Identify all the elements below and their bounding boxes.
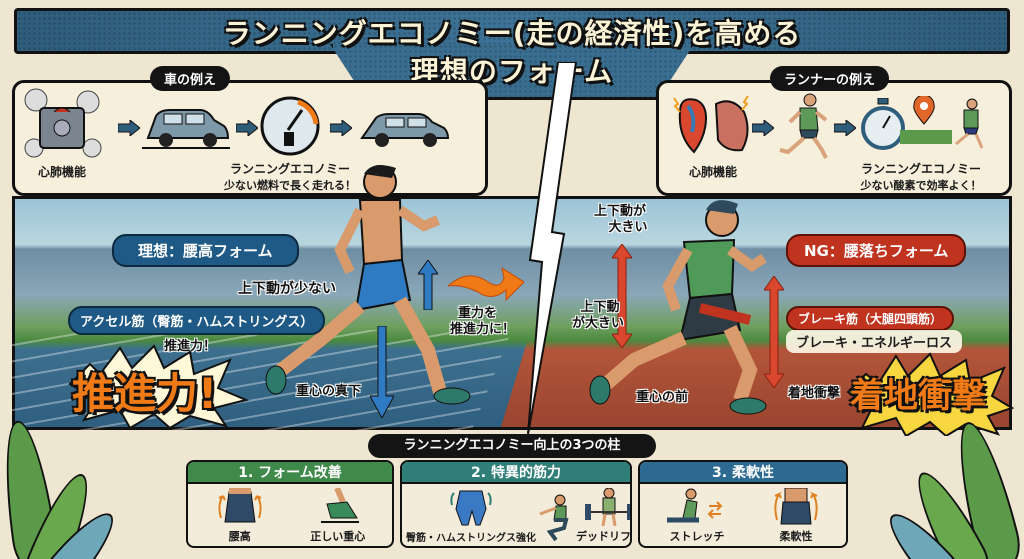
arrow-right-icon [236, 120, 258, 136]
stopwatch-subcaption: 少ない酸素で効率よく！ [860, 179, 982, 192]
propulsion-burst-text: 推進力! [72, 369, 218, 418]
impact-small-text: 着地衝撃 [788, 386, 841, 401]
pillar-item-center: 正しい重心 [310, 488, 365, 544]
gravity-text-2: 推進力に！ [450, 322, 516, 337]
pillar-item-label: 柔軟性 [779, 530, 813, 543]
arrow-down-icon [370, 326, 394, 418]
runner-icon [955, 98, 984, 149]
pillar-item-squat [536, 494, 576, 544]
stopwatch-icon [861, 98, 905, 150]
waist-icon [774, 488, 818, 525]
glutes-icon [450, 490, 492, 526]
vertical-double-arrow-icon [612, 244, 632, 348]
car-icon [142, 109, 230, 149]
pillar-header: 3. 柔軟性 [640, 462, 846, 484]
arrow-right-icon [118, 120, 140, 136]
ng-vertical-text-1b: 大きい [608, 220, 648, 235]
squat-icon [539, 494, 569, 542]
ng-vertical-text-2b: が大きい [571, 316, 624, 331]
car-icon [360, 113, 450, 147]
ideal-form-label: 理想：腰高フォーム [112, 234, 299, 267]
fuel-gauge-icon [260, 96, 320, 156]
pillar-item-label: ストレッチ [669, 530, 725, 543]
heart-caption: 心肺機能 [688, 165, 737, 179]
propulsion-small-text: 推進力！ [164, 339, 217, 354]
car-example-label: 車の例え [150, 66, 231, 91]
vertical-double-arrow-icon [764, 276, 784, 388]
engine-caption: 心肺機能 [37, 165, 86, 179]
pillar-strength: 2. 特異的筋力 臀筋・ハムストリングス強化 [400, 460, 632, 548]
ng-form-label: NG：腰落ちフォーム [786, 234, 967, 267]
stopwatch-caption: ランニングエコノミー [860, 162, 981, 176]
runner-icon [779, 93, 828, 159]
pillar-item-deadlift: デッドリフト [576, 488, 631, 544]
brake-loss-text: ブレーキ・エネルギーロス [786, 330, 963, 353]
heart-lungs-icon [673, 95, 749, 154]
page-title: ランニングエコノミー(走の経済性)を高める [222, 17, 802, 50]
impact-burst-text: 着地衝撃 [850, 376, 986, 416]
stretch-icon [667, 488, 723, 523]
ideal-runner-illustration [265, 165, 471, 405]
center-front-text: 重心の前 [636, 390, 689, 405]
gauge-caption: ランニングエコノミー [229, 162, 350, 176]
pillar-header: 1. フォーム改善 [188, 462, 392, 484]
lightning-divider-icon [527, 62, 578, 434]
pillar-header: 2. 特異的筋力 [402, 462, 630, 484]
ng-runner-illustration [589, 200, 767, 415]
pillar-item-hips: 腰高 [215, 488, 265, 544]
pillar-flexibility: 3. 柔軟性 ストレッチ 柔軟性 [638, 460, 848, 548]
ng-vertical-text-2a: 上下動 [580, 300, 620, 315]
arrow-up-icon [418, 260, 438, 310]
arrow-right-icon [330, 120, 352, 136]
ng-vertical-text-1a: 上下動が [593, 204, 646, 219]
pillar-item-label: デッドリフト [576, 530, 631, 543]
hips-up-icon [218, 488, 262, 523]
pillar-form: 1. フォーム改善 腰高 正しい重心 [186, 460, 394, 548]
pillar-item-stretch: ストレッチ [665, 488, 729, 544]
pillar-item-flexibility: 柔軟性 [771, 488, 821, 544]
accel-muscle-label: アクセル筋（臀筋・ハムストリングス） [68, 306, 326, 335]
center-below-text: 重心の真下 [296, 384, 362, 399]
runner-example-label: ランナーの例え [770, 66, 890, 91]
location-pin-icon [913, 96, 935, 125]
pillar-item-label: 正しい重心 [310, 530, 366, 543]
brake-muscle-label: ブレーキ筋（大腿四頭筋） [786, 306, 955, 331]
arrow-right-icon [752, 120, 774, 136]
pillar-item-glutes: 臀筋・ハムストリングス強化 [406, 489, 536, 544]
pillar-item-label: 臀筋・ハムストリングス強化 [406, 533, 536, 544]
deadlift-icon [585, 488, 630, 526]
pillars-title: ランニングエコノミー向上の3つの柱 [368, 434, 656, 458]
burst-shape [68, 344, 250, 428]
gravity-text: 重力を [458, 306, 498, 321]
shoe-landing-icon [320, 488, 359, 523]
arrow-right-icon [834, 120, 856, 136]
gauge-subcaption: 少ない燃料で長く走れる！ [224, 179, 356, 192]
engine-icon [24, 88, 102, 158]
ideal-vertical-text: 上下動が少ない [238, 281, 336, 297]
burst-shape [846, 352, 1014, 436]
gravity-arrow-icon [448, 266, 524, 302]
pillar-item-label: 腰高 [228, 530, 251, 543]
track-strip [900, 130, 952, 144]
